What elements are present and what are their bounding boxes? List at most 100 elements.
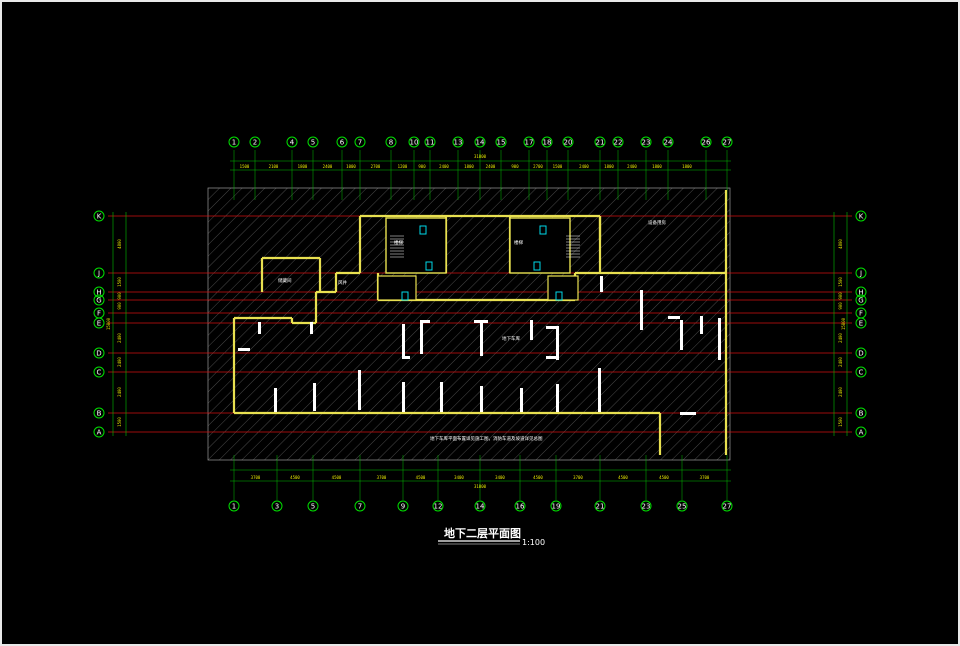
structural-column <box>700 316 703 334</box>
axis-bubble-top-4-circle <box>286 136 298 148</box>
bottom-dim-value: 3700 <box>251 475 261 480</box>
axis-bubble-bottom-14: 14 <box>474 500 486 512</box>
building-outline <box>207 187 731 461</box>
room-label-stair-right: 楼梯 <box>514 239 523 246</box>
structural-column <box>238 348 250 351</box>
bottom-dim-value: 3400 <box>495 475 505 480</box>
axis-bubble-top-26: 26 <box>700 136 712 148</box>
axis-bubble-right-E: E <box>855 317 867 329</box>
axis-bubble-bottom-25: 25 <box>676 500 688 512</box>
axis-bubble-bottom-19: 19 <box>550 500 562 512</box>
bottom-dim-value: 4500 <box>618 475 628 480</box>
structural-column <box>520 388 523 412</box>
axis-bubble-top-24: 24 <box>662 136 674 148</box>
axis-bubble-right-G: G <box>855 294 867 306</box>
bottom-dim-value: 4500 <box>533 475 543 480</box>
axis-bubble-left-A-label: A <box>97 429 102 437</box>
axis-bubble-bottom-5-circle <box>307 500 319 512</box>
axis-bubble-bottom-7-label: 7 <box>358 503 362 511</box>
right-dim-value: 2400 <box>838 357 843 367</box>
axis-bubble-top-14-circle <box>474 136 486 148</box>
axis-bubble-bottom-5-label: 5 <box>311 503 315 511</box>
left-dim-value: 4800 <box>117 239 122 249</box>
structural-column <box>474 320 488 323</box>
bottom-dim-value: 4500 <box>416 475 426 480</box>
axis-bubble-bottom-25-circle <box>676 500 688 512</box>
axis-bubble-bottom-5: 5 <box>307 500 319 512</box>
axis-bubble-top-17-label: 17 <box>525 139 534 147</box>
axis-bubble-bottom-21-label: 21 <box>596 503 605 511</box>
structural-column <box>600 276 603 292</box>
axis-bubble-bottom-19-circle <box>550 500 562 512</box>
top-dim-value: 2400 <box>627 164 637 169</box>
axis-bubble-top-22: 22 <box>612 136 624 148</box>
right-dim-value: 1500 <box>838 417 843 427</box>
drawing-scale: 1:100 <box>522 538 545 547</box>
axis-bubble-top-14-label: 14 <box>476 139 485 147</box>
axis-bubble-right-D: D <box>855 347 867 359</box>
axis-bubble-top-10: 10 <box>408 136 420 148</box>
top-dim-value: 1800 <box>298 164 308 169</box>
top-dim-total: 31800 <box>474 154 487 159</box>
axis-bubble-left-K: K <box>93 210 105 222</box>
axis-bubble-top-23-circle <box>640 136 652 148</box>
axis-bubble-top-8-label: 8 <box>389 139 393 147</box>
axis-bubble-right-J-label: J <box>859 270 862 278</box>
top-dim-value: 900 <box>418 164 426 169</box>
top-dim-value: 1800 <box>464 164 474 169</box>
axis-bubble-left-A-circle <box>93 426 105 438</box>
axis-bubble-bottom-16: 16 <box>514 500 526 512</box>
axis-bubble-top-15-label: 15 <box>497 139 506 147</box>
structural-column <box>680 412 696 415</box>
axis-bubble-left-E: E <box>93 317 105 329</box>
axis-bubble-bottom-21: 21 <box>594 500 606 512</box>
top-dim-value: 900 <box>511 164 519 169</box>
top-dim-value: 1500 <box>553 164 563 169</box>
axis-bubble-left-E-circle <box>93 317 105 329</box>
structural-column <box>313 383 316 411</box>
door-mark <box>419 225 427 235</box>
structural-column <box>420 320 430 323</box>
axis-bubble-left-K-circle <box>93 210 105 222</box>
axis-bubble-top-1-label: 1 <box>232 139 236 147</box>
axis-bubble-left-F: F <box>93 307 105 319</box>
axis-bubble-top-27-label: 27 <box>723 139 732 147</box>
room-label-equipment: 设备用房 <box>648 219 666 226</box>
axis-bubble-right-G-circle <box>855 294 867 306</box>
axis-bubble-top-23-label: 23 <box>642 139 651 147</box>
axis-bubble-left-F-label: F <box>97 310 101 318</box>
right-dim-value: 2400 <box>838 333 843 343</box>
axis-bubble-top-26-label: 26 <box>702 139 711 147</box>
axis-bubble-bottom-23-circle <box>640 500 652 512</box>
structural-column <box>258 322 261 334</box>
axis-bubble-left-B: B <box>93 407 105 419</box>
axis-bubble-right-G-label: G <box>858 297 863 305</box>
axis-bubble-right-H-circle <box>855 286 867 298</box>
right-dim-value: 900 <box>838 302 843 310</box>
top-dim-value: 1800 <box>682 164 692 169</box>
axis-bubble-right-K-label: K <box>859 213 864 221</box>
axis-bubble-top-26-circle <box>700 136 712 148</box>
axis-bubble-top-13: 13 <box>452 136 464 148</box>
axis-bubble-top-17-circle <box>523 136 535 148</box>
left-dim-value: 900 <box>117 292 122 300</box>
axis-bubble-right-F: F <box>855 307 867 319</box>
axis-bubble-top-5-label: 5 <box>311 139 315 147</box>
axis-bubble-top-27: 27 <box>721 136 733 148</box>
structural-column <box>546 356 558 359</box>
axis-bubble-top-10-label: 10 <box>410 139 419 147</box>
door-mark <box>401 291 409 301</box>
right-dim-value: 900 <box>838 292 843 300</box>
axis-bubble-top-6: 6 <box>336 136 348 148</box>
axis-bubble-left-B-label: B <box>97 410 102 418</box>
axis-bubble-top-22-circle <box>612 136 624 148</box>
axis-bubble-bottom-19-label: 19 <box>552 503 561 511</box>
axis-bubble-bottom-21-circle <box>594 500 606 512</box>
top-dim-value: 1800 <box>652 164 662 169</box>
structural-column <box>546 326 558 329</box>
top-dim-value: 2700 <box>533 164 543 169</box>
top-dim-value: 2400 <box>323 164 333 169</box>
structural-column <box>598 368 601 412</box>
axis-bubble-top-6-label: 6 <box>340 139 345 147</box>
structural-column <box>480 320 483 356</box>
